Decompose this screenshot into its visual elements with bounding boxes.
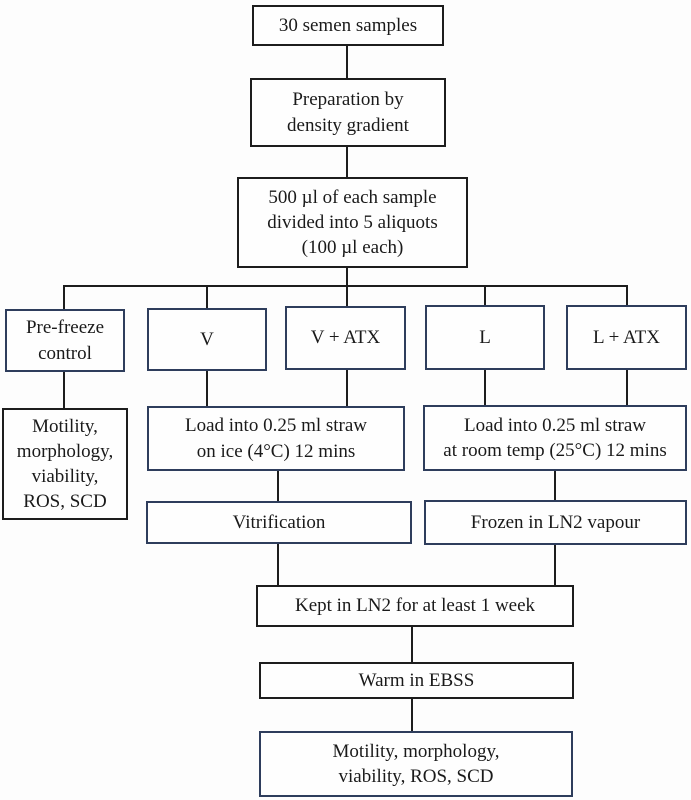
node-preparation: Preparation by density gradient — [250, 78, 446, 147]
edge-branch-v — [206, 287, 208, 308]
edge-l-load-room — [484, 370, 486, 405]
node-l-atx: L + ATX — [566, 305, 687, 370]
edge-v-atx-load-ice — [346, 370, 348, 406]
node-samples: 30 semen samples — [252, 5, 444, 46]
edge-vitrification-kept — [277, 544, 279, 585]
node-v-atx: V + ATX — [285, 306, 406, 370]
edge-samples-prep — [346, 46, 348, 78]
edge-load-room-frozen — [554, 471, 556, 500]
node-frozen-ln2: Frozen in LN2 vapour — [424, 500, 687, 545]
node-load-ice: Load into 0.25 ml straw on ice (4°C) 12 … — [147, 406, 405, 471]
edge-branch-horizontal — [63, 285, 628, 287]
edge-load-ice-vitrification — [277, 471, 279, 501]
node-warm-ebss: Warm in EBSS — [259, 662, 574, 699]
node-vitrification: Vitrification — [146, 501, 412, 544]
node-prefreeze-control: Pre-freeze control — [5, 309, 125, 372]
edge-warm-final — [411, 699, 413, 731]
edge-l-atx-load-room — [626, 370, 628, 405]
edge-branch-l — [484, 287, 486, 305]
node-load-room-temp: Load into 0.25 ml straw at room temp (25… — [423, 405, 687, 471]
edge-v-load-ice — [206, 371, 208, 406]
node-final-assays: Motility, morphology, viability, ROS, SC… — [259, 731, 573, 797]
node-v: V — [147, 308, 267, 371]
edge-aliquots-branch — [346, 268, 348, 287]
edge-branch-l-atx — [626, 287, 628, 305]
node-kept-ln2: Kept in LN2 for at least 1 week — [256, 585, 574, 627]
edge-branch-prefreeze — [63, 287, 65, 309]
node-prefreeze-assays: Motility, morphology, viability, ROS, SC… — [2, 408, 128, 520]
edge-frozen-kept — [554, 545, 556, 585]
edge-kept-warm — [411, 627, 413, 662]
edge-prep-aliquots — [346, 147, 348, 177]
edge-branch-v-atx — [346, 287, 348, 306]
edge-prefreeze-assays — [63, 372, 65, 408]
node-aliquots: 500 µl of each sample divided into 5 ali… — [237, 177, 468, 268]
node-l: L — [425, 305, 545, 370]
